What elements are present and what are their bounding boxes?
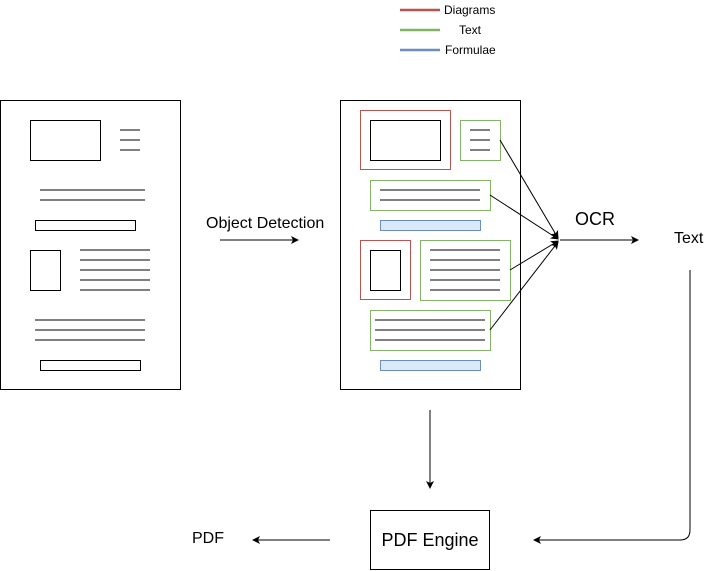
legend-label-diagrams: Diagrams [444, 3, 496, 17]
ocr-label: OCR [575, 209, 615, 229]
input-document [0, 100, 181, 390]
diagram-region [360, 240, 411, 300]
text-to-engine-arrow [533, 270, 691, 544]
object-detection-label: Object Detection [206, 215, 325, 232]
legend-label-formulae: Formulae [445, 43, 496, 57]
legend-label-text: Text [459, 23, 482, 37]
annotated-document [340, 100, 521, 390]
ocr-feed-arrows [489, 139, 559, 331]
diagram-region [360, 110, 451, 170]
formula-region [380, 220, 481, 231]
formula-region [380, 360, 481, 371]
pdf-engine-label: PDF Engine [381, 529, 479, 550]
text-region [370, 310, 491, 351]
text-output-label: Text [674, 230, 704, 247]
pdf-output-label: PDF [192, 530, 224, 547]
text-region [420, 240, 511, 301]
pdf-engine-box: PDF Engine [370, 510, 490, 570]
